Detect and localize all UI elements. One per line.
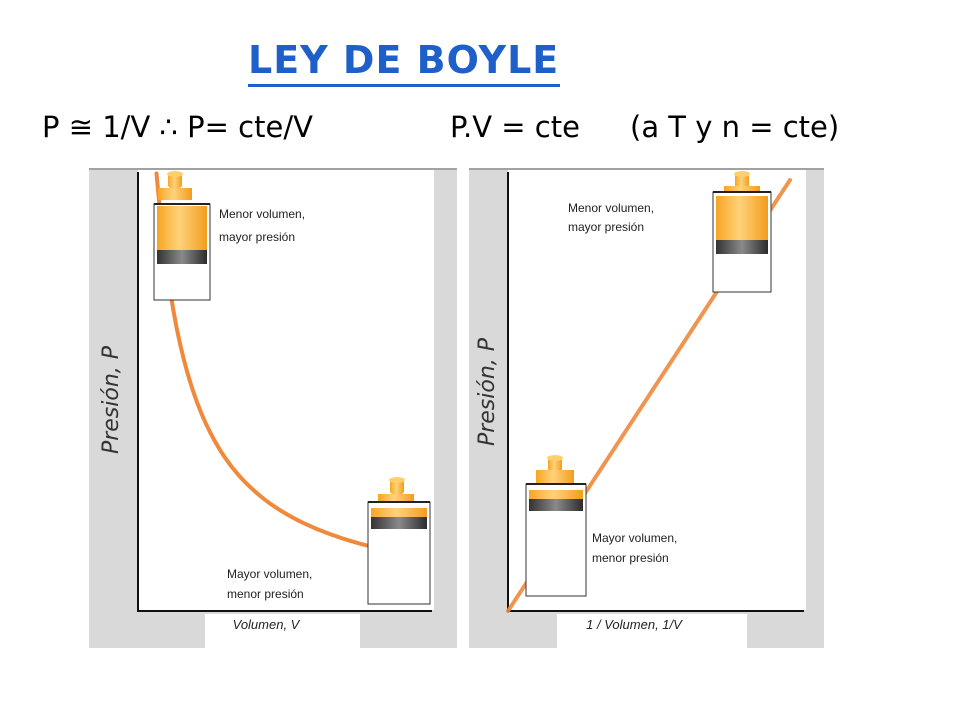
formula-inverse-proportion: P ≅ 1/V ∴ P= cte/V [42, 110, 313, 144]
x-axis-label: Volumen, V [233, 617, 301, 632]
annotation-expanded-line2: menor presión [592, 551, 669, 565]
title-underline [248, 84, 560, 87]
piston-compressed-icon [153, 171, 211, 301]
formula-constant-product: P.V = cte [450, 110, 580, 144]
formula-condition: (a T y n = cte) [630, 110, 840, 144]
chart-panel-boyle-curve: Volumen, V Presión, P Menor volumen, may… [89, 168, 457, 648]
annotation-compressed-line1: Menor volumen, [568, 201, 654, 215]
piston-compressed-icon [712, 171, 772, 293]
annotation-expanded-line1: Mayor volumen, [227, 567, 312, 581]
piston-expanded-icon [525, 455, 587, 597]
annotation-compressed-line2: mayor presión [219, 230, 295, 244]
x-label-box [557, 614, 747, 648]
x-axis-label: 1 / Volumen, 1/V [586, 617, 683, 632]
annotation-expanded-line2: menor presión [227, 587, 304, 601]
chart-panel-linear: 1 / Volumen, 1/V Presión, P Menor volume… [469, 168, 824, 648]
annotation-compressed-line1: Menor volumen, [219, 207, 305, 221]
annotation-expanded-line1: Mayor volumen, [592, 531, 677, 545]
page-title: LEY DE BOYLE [248, 38, 560, 82]
piston-expanded-icon [367, 477, 431, 605]
y-axis-label: Presión, P [99, 345, 124, 454]
y-axis-label: Presión, P [475, 337, 500, 446]
x-label-box [205, 614, 360, 648]
annotation-compressed-line2: mayor presión [568, 220, 644, 234]
